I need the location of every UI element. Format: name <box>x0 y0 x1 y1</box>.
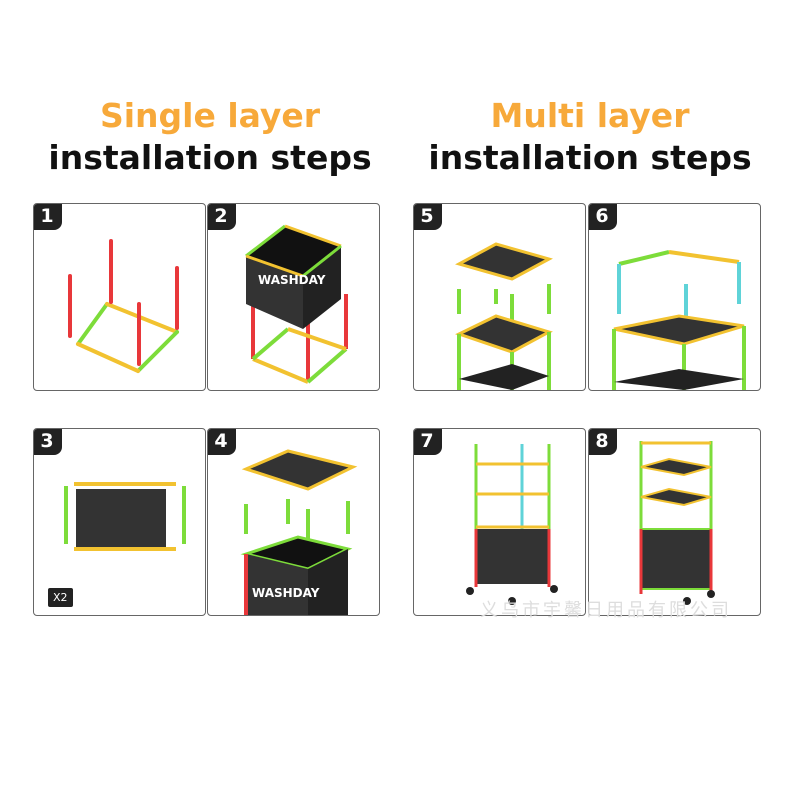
upper-frame-illustration <box>612 250 746 390</box>
shelf-stack-illustration <box>455 242 553 390</box>
step-number: 5 <box>414 204 442 230</box>
washday-label: WASHDAY <box>258 273 326 287</box>
step-number: 4 <box>208 429 236 455</box>
step-number: 1 <box>34 204 62 230</box>
tower-assembly-illustration <box>466 444 558 605</box>
step-4-panel: 4 WASHDAY <box>207 428 380 616</box>
step-2-panel: 2 WASHDAY <box>207 203 380 391</box>
step-1-panel: 1 <box>33 203 206 391</box>
frame-base-illustration <box>68 239 179 373</box>
fabric-box-illustration: WASHDAY <box>245 224 348 384</box>
completed-tower-illustration <box>639 441 715 605</box>
step-7-panel: 7 <box>413 428 586 616</box>
step-number: 2 <box>208 204 236 230</box>
shelf-assembly-illustration <box>64 482 186 551</box>
step-6-panel: 6 <box>588 203 761 391</box>
single-layer-title: Single layer <box>99 96 321 135</box>
step-5-panel: 5 <box>413 203 586 391</box>
step-8-panel: 8 <box>588 428 761 616</box>
step-number: 8 <box>589 429 617 455</box>
step-number: 7 <box>414 429 442 455</box>
single-layer-heading: Single layer installation steps <box>20 95 400 179</box>
shelf-on-box-illustration: WASHDAY <box>240 449 358 615</box>
step-3-panel: 3 X2 <box>33 428 206 616</box>
step-number: 6 <box>589 204 617 230</box>
single-layer-subtitle: installation steps <box>48 138 372 177</box>
multi-layer-title: Multi layer <box>490 96 690 135</box>
watermark: 义乌市宇馨日用品有限公司 <box>480 600 732 621</box>
multi-layer-heading: Multi layer installation steps <box>400 95 780 179</box>
step-number: 3 <box>34 429 62 455</box>
quantity-badge: X2 <box>48 588 73 607</box>
washday-label: WASHDAY <box>252 586 320 600</box>
multi-layer-subtitle: installation steps <box>428 138 752 177</box>
